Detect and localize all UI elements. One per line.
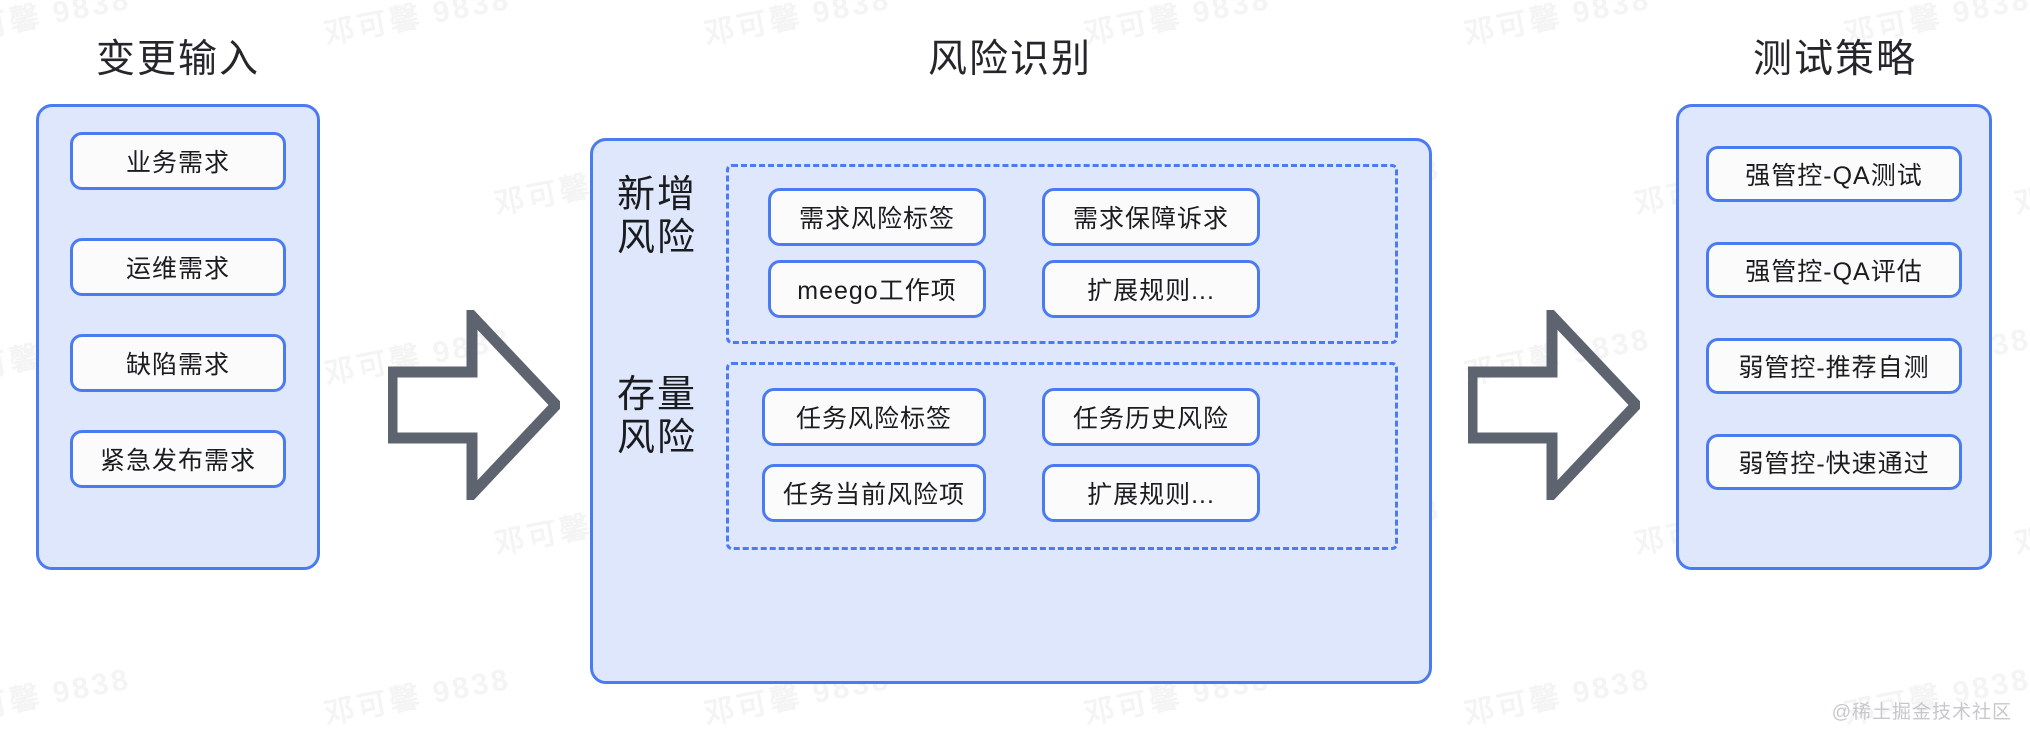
column-title-change-input: 变更输入 bbox=[95, 38, 260, 81]
panel-risk-identification bbox=[590, 138, 1432, 684]
chip-strong-control-qa-test[interactable]: 强管控-QA测试 bbox=[1706, 146, 1962, 202]
column-title-test-strategy: 测试策略 bbox=[1752, 38, 1917, 81]
chip-ops-requirement[interactable]: 运维需求 bbox=[70, 238, 286, 296]
arrow-input-to-risk bbox=[386, 302, 564, 508]
group-label-existing-risk-line2: 风险 bbox=[616, 416, 697, 459]
chip-defect-requirement[interactable]: 缺陷需求 bbox=[70, 334, 286, 392]
chip-strong-control-qa-review[interactable]: 强管控-QA评估 bbox=[1706, 242, 1962, 298]
chip-new-risk-extension-rule[interactable]: 扩展规则... bbox=[1042, 260, 1260, 318]
chip-requirement-risk-tag[interactable]: 需求风险标签 bbox=[768, 188, 986, 246]
dashed-group-new-risk bbox=[726, 164, 1398, 344]
arrow-risk-to-strategy bbox=[1466, 302, 1644, 508]
group-label-existing-risk: 存量 风险 bbox=[598, 374, 716, 459]
chip-requirement-assurance-demand[interactable]: 需求保障诉求 bbox=[1042, 188, 1260, 246]
column-test-strategy: 测试策略 强管控-QA测试 强管控-QA评估 弱管控-推荐自测 弱管控-快速通过 bbox=[1660, 40, 2010, 660]
group-label-new-risk-line1: 新增 bbox=[616, 174, 697, 216]
chip-task-risk-tag[interactable]: 任务风险标签 bbox=[762, 388, 986, 446]
group-label-new-risk: 新增 风险 bbox=[598, 174, 716, 259]
chip-task-history-risk[interactable]: 任务历史风险 bbox=[1042, 388, 1260, 446]
column-risk-identification: 风险识别 新增 风险 需求风险标签 需求保障诉求 meego工作项 扩展规则..… bbox=[570, 40, 1450, 700]
column-title-risk-identification: 风险识别 bbox=[927, 38, 1092, 81]
chip-weak-control-fast-pass[interactable]: 弱管控-快速通过 bbox=[1706, 434, 1962, 490]
chip-meego-work-item[interactable]: meego工作项 bbox=[768, 260, 986, 318]
column-change-input: 变更输入 业务需求 运维需求 缺陷需求 紧急发布需求 bbox=[18, 40, 338, 640]
chip-business-requirement[interactable]: 业务需求 bbox=[70, 132, 286, 190]
group-label-new-risk-line2: 风险 bbox=[616, 216, 697, 259]
chip-existing-risk-extension-rule[interactable]: 扩展规则... bbox=[1042, 464, 1260, 522]
dashed-group-existing-risk bbox=[726, 362, 1398, 550]
chip-task-current-risk-item[interactable]: 任务当前风险项 bbox=[762, 464, 986, 522]
group-label-existing-risk-line1: 存量 bbox=[616, 374, 697, 416]
credit-watermark: @稀土掘金技术社区 bbox=[1831, 702, 2012, 723]
chip-urgent-release-requirement[interactable]: 紧急发布需求 bbox=[70, 430, 286, 488]
chip-weak-control-recommend-self-test[interactable]: 弱管控-推荐自测 bbox=[1706, 338, 1962, 394]
